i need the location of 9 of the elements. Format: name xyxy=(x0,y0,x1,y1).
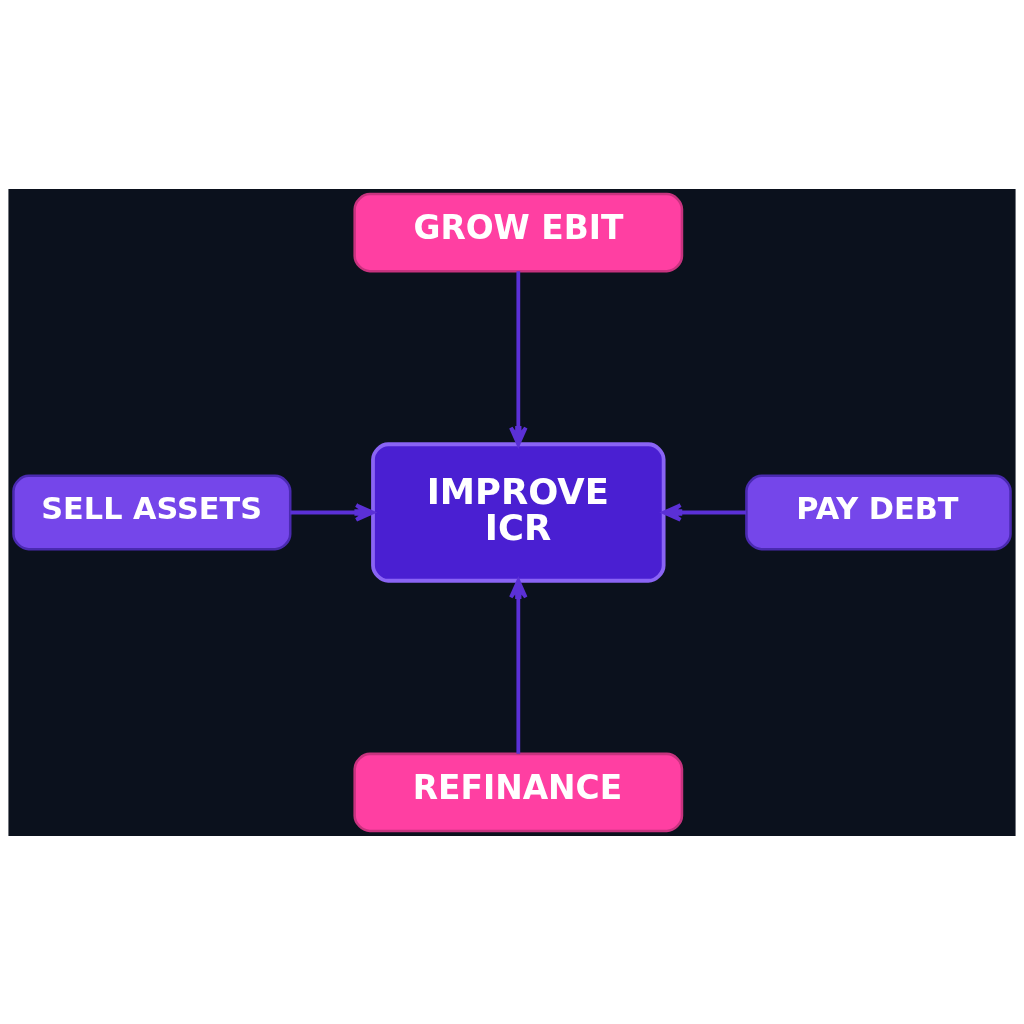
arrow xyxy=(662,502,747,522)
node-box: PAY DEBT xyxy=(745,474,1012,550)
node-box: IMPROVE ICR xyxy=(371,441,666,583)
node-box: REFINANCE xyxy=(353,752,684,832)
arrow xyxy=(290,502,375,522)
node-box: SELL ASSETS xyxy=(12,474,292,550)
node-box: GROW EBIT xyxy=(353,192,684,272)
arrow xyxy=(509,578,528,754)
arrow xyxy=(509,270,528,446)
